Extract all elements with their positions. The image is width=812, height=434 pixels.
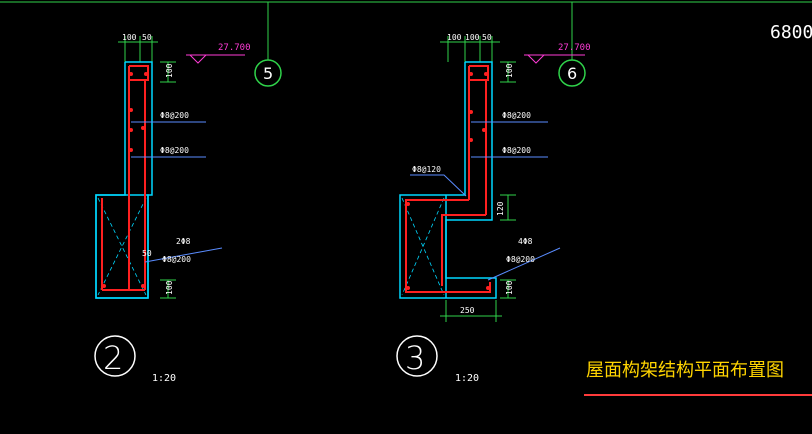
- dim-bottom-right: 100: [505, 280, 514, 295]
- rebar-dot: [129, 72, 133, 76]
- rebar-dot: [129, 128, 133, 132]
- elevation-triangle: [189, 54, 207, 64]
- rebar-inner: [441, 214, 486, 286]
- rebar-label-upper-2: Φ8@200: [160, 146, 189, 155]
- rebar-beam-loop: [405, 199, 491, 293]
- axis-bubble-6: [558, 59, 586, 87]
- rebar-dot: [484, 72, 488, 76]
- dim-top-a: 100: [447, 33, 462, 42]
- detail-3: 6 100 100 50 27.700 100: [396, 2, 591, 384]
- rebar-dot: [406, 286, 410, 290]
- detail-bubble-3: [396, 335, 438, 377]
- dim-right-top: 100: [165, 63, 174, 78]
- drawing-title: 屋面构架结构平面布置图: [586, 360, 784, 381]
- dim-mid: 120: [496, 201, 505, 216]
- detail-number-2: 2: [103, 339, 123, 377]
- rebar-label-lower-2: Φ8@200: [162, 255, 191, 264]
- section-outline: [95, 61, 153, 299]
- beam-section: [95, 194, 149, 299]
- dim-top-c: 50: [482, 33, 492, 42]
- elevation-value: 27.700: [558, 43, 591, 53]
- rebar-dot: [469, 138, 473, 142]
- rebar-label-upper-1: Φ8@200: [502, 111, 531, 120]
- axis-label-5: 5: [263, 64, 273, 83]
- elevation-triangle: [527, 54, 545, 64]
- rebar-label-upper-2: Φ8@200: [502, 146, 531, 155]
- rebar-label-left: Φ8@120: [412, 165, 441, 174]
- rebar-dot: [141, 284, 145, 288]
- detail-bubble-2: [94, 335, 136, 377]
- rebar-dot: [406, 202, 410, 206]
- axis-label-6: 6: [567, 64, 577, 83]
- dim-right-top: 100: [505, 63, 514, 78]
- rebar-dot: [102, 284, 106, 288]
- dim-top-b: 50: [142, 33, 152, 42]
- scale-3: 1:20: [455, 373, 479, 384]
- leader-line: [144, 247, 223, 263]
- rebar-label-lower-2: Φ8@200: [506, 255, 535, 264]
- detail-2: 5 100 50 27.700 100: [94, 2, 282, 384]
- rebar-label-lower-1: 4Φ8: [518, 237, 533, 246]
- rebar-dot: [469, 72, 473, 76]
- top-right-dimension: 6800: [770, 22, 812, 43]
- scale-2: 1:20: [152, 373, 176, 384]
- section-outline: [399, 61, 497, 299]
- dim-bottom-right: 100: [165, 280, 174, 295]
- rebar-dot: [486, 286, 490, 290]
- detail-number-3: 3: [405, 339, 425, 377]
- rebar-dot: [482, 128, 486, 132]
- rebar-label-upper-1: Φ8@200: [160, 111, 189, 120]
- dim-top-a: 100: [122, 33, 137, 42]
- dim-side: 50: [142, 249, 152, 258]
- rebar-dot: [129, 148, 133, 152]
- elevation-value: 27.700: [218, 43, 251, 53]
- dim-bottom: 250: [460, 306, 475, 315]
- cross-line: [401, 197, 445, 296]
- axis-bubble-5: [254, 59, 282, 87]
- rebar-dot: [129, 108, 133, 112]
- leader-line: [487, 247, 561, 281]
- leader-line-left: [410, 174, 467, 197]
- rebar-label-lower-1: 2Φ8: [176, 237, 191, 246]
- rebar-dot: [141, 126, 145, 130]
- rebar-dot: [469, 110, 473, 114]
- dim-top-b: 100: [465, 33, 480, 42]
- rebar-dot: [144, 72, 148, 76]
